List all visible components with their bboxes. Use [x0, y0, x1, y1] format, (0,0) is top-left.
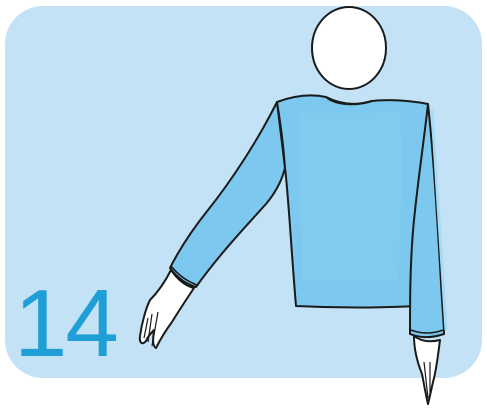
head — [312, 7, 386, 89]
shirt-highlight — [300, 110, 402, 282]
step-number: 14 — [14, 276, 117, 372]
